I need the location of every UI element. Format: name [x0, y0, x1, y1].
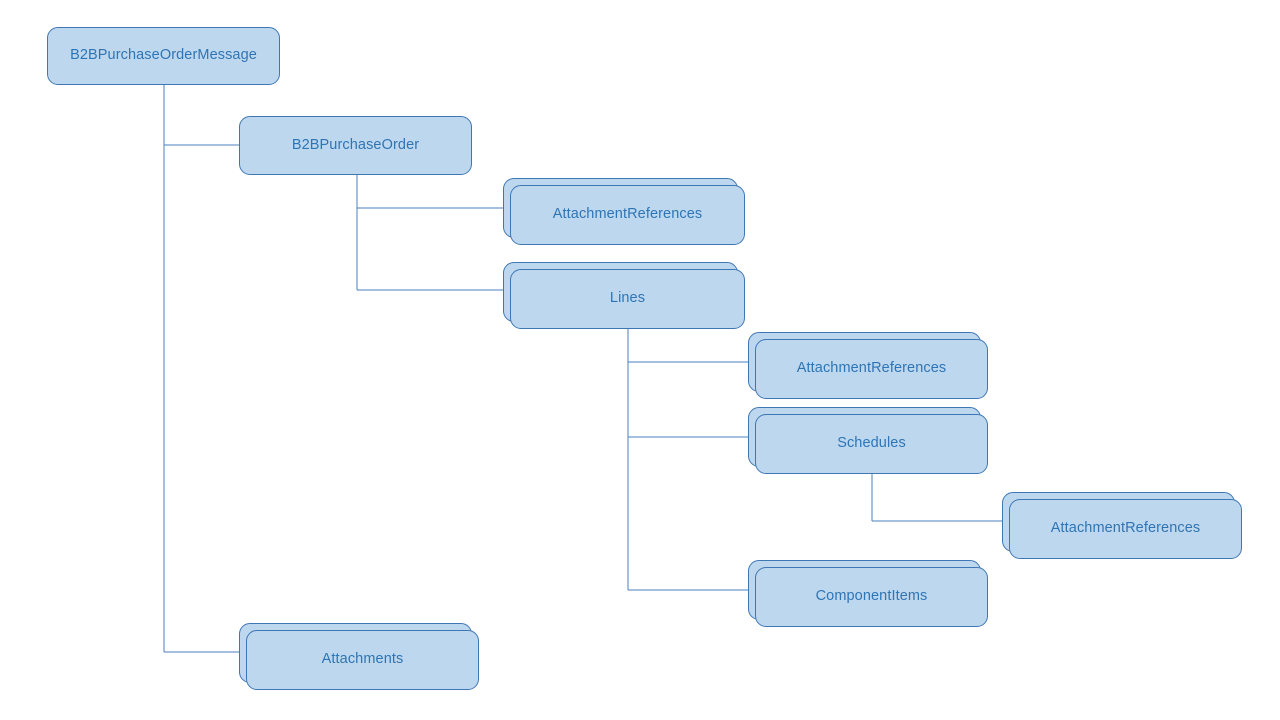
node-label: Schedules [837, 435, 906, 452]
node-label: AttachmentReferences [1050, 520, 1201, 537]
node-label: Attachments [321, 651, 404, 668]
node-component-items[interactable]: ComponentItems [748, 560, 988, 627]
node-lines-attachment-references[interactable]: AttachmentReferences [748, 332, 988, 399]
node-label: AttachmentReferences [796, 360, 947, 377]
node-b2b-purchase-order-message[interactable]: B2BPurchaseOrderMessage [47, 27, 280, 85]
node-face: Schedules [755, 414, 988, 474]
node-face: ComponentItems [755, 567, 988, 627]
node-schedules[interactable]: Schedules [748, 407, 988, 474]
node-label: AttachmentReferences [552, 206, 703, 223]
node-label: B2BPurchaseOrder [291, 136, 420, 153]
node-label: B2BPurchaseOrderMessage [70, 47, 257, 64]
node-lines[interactable]: Lines [503, 262, 745, 329]
node-label: Lines [609, 290, 646, 307]
node-face: Attachments [246, 630, 479, 690]
node-face: AttachmentReferences [755, 339, 988, 399]
node-face: B2BPurchaseOrder [239, 116, 472, 175]
node-b2b-purchase-order[interactable]: B2BPurchaseOrder [239, 116, 472, 175]
node-label: ComponentItems [815, 588, 928, 605]
node-schedules-attachment-references[interactable]: AttachmentReferences [1002, 492, 1242, 559]
node-face: AttachmentReferences [510, 185, 745, 245]
node-face: Lines [510, 269, 745, 329]
node-face: B2BPurchaseOrderMessage [47, 27, 280, 85]
node-attachments[interactable]: Attachments [239, 623, 479, 690]
node-order-attachment-references[interactable]: AttachmentReferences [503, 178, 745, 245]
node-face: AttachmentReferences [1009, 499, 1242, 559]
